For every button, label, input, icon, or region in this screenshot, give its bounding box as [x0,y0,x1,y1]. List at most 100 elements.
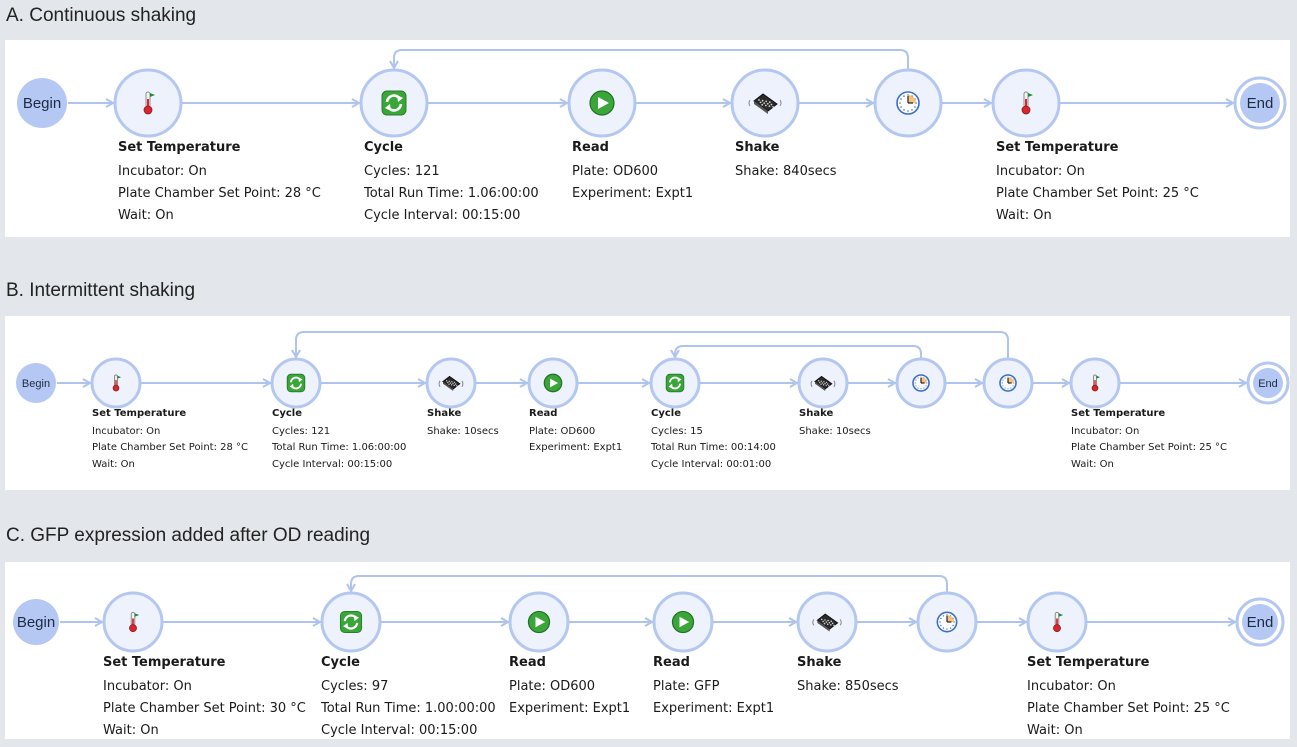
cycle-icon [339,610,363,634]
step-title: Set Temperature [996,140,1119,155]
cycle-icon [665,373,685,393]
step-node-shake[interactable] [797,357,849,409]
end-node[interactable]: End [1233,76,1287,130]
step-detail: Cycles: 97 [321,679,389,694]
loop-back-connector [350,575,948,593]
step-node-clock[interactable] [895,357,947,409]
step-node-cycle[interactable] [320,591,382,653]
step-detail: Incubator: On [1027,679,1116,694]
end-node[interactable]: End [1235,597,1285,647]
loop-back-arrow [389,60,399,71]
step-title: Read [572,140,609,155]
step-node-clock[interactable] [982,357,1034,409]
step-node-thermometer[interactable] [90,357,142,409]
thermometer-icon [1053,611,1064,633]
connector-arrow [722,98,733,108]
step-detail: Incubator: On [1071,425,1140,437]
loop-back-arrow [346,583,356,594]
step-detail: Plate: OD600 [509,679,596,694]
step-node-shake[interactable] [796,591,858,653]
begin-node[interactable]: Begin [17,78,67,128]
step-title: Set Temperature [1027,655,1150,670]
begin-node[interactable]: Begin [16,363,56,403]
end-node[interactable]: End [1246,361,1290,405]
shake-icon [810,375,836,391]
step-node-play[interactable] [567,68,637,138]
step-node-thermometer[interactable] [113,68,183,138]
cycle-icon [286,373,306,393]
step-title: Set Temperature [118,140,241,155]
step-detail: Plate Chamber Set Point: 25 °C [996,186,1199,201]
step-detail: Wait: On [1071,458,1114,470]
step-node-thermometer[interactable] [1069,357,1121,409]
step-node-cycle[interactable] [649,357,701,409]
step-detail: Experiment: Expt1 [529,442,623,453]
step-title: Cycle [651,408,681,419]
end-label: End [1258,378,1278,390]
step-node-thermometer[interactable] [1026,591,1088,653]
shake-icon [748,93,782,114]
clock-icon [896,91,920,115]
step-title: Set Temperature [92,408,187,419]
step-title: Set Temperature [1071,408,1166,419]
step-node-thermometer[interactable] [991,68,1061,138]
step-title: Read [529,408,558,419]
section-b-title: B. Intermittent shaking [6,280,196,301]
step-node-thermometer[interactable] [102,591,164,653]
connector-arrow [559,98,570,108]
play-icon [527,610,551,634]
step-title: Read [509,655,546,670]
step-detail: Total Run Time: 1.00:00:00 [321,701,496,716]
step-detail: Total Run Time: 1.06:00:00 [364,186,539,201]
step-detail: Wait: On [92,458,135,470]
begin-node[interactable]: Begin [13,599,59,645]
connector-arrow [417,378,428,388]
connector-arrow [519,378,530,388]
step-node-cycle[interactable] [359,68,429,138]
step-title: Cycle [321,655,360,670]
step-detail: Cycle Interval: 00:15:00 [321,723,478,738]
connector-arrow [94,617,105,627]
step-node-clock[interactable] [916,591,978,653]
connector-arrow [1227,617,1238,627]
step-node-clock[interactable] [873,68,943,138]
loop-back-arrow [291,349,301,360]
loop-back-connector [295,331,1009,359]
step-detail: Plate Chamber Set Point: 28 °C [118,186,321,201]
connector-arrow [312,617,323,627]
connector-arrow [865,98,876,108]
step-detail: Wait: On [118,208,174,223]
step-detail: Wait: On [103,723,159,738]
workflow-diagram: Begin End [16,331,1290,409]
step-node-cycle[interactable] [270,357,322,409]
connector-arrow [983,98,994,108]
step-node-play[interactable] [527,357,579,409]
shake-icon [812,613,842,632]
step-detail: Incubator: On [996,164,1085,179]
section-a-title: A. Continuous shaking [6,5,197,26]
connector-arrow [351,98,362,108]
step-node-play[interactable] [652,591,714,653]
step-title: Shake [427,408,462,419]
step-node-play[interactable] [508,591,570,653]
step-detail: Shake: 10secs [799,425,871,437]
connector-arrow [641,378,652,388]
step-detail: Cycle Interval: 00:01:00 [651,458,772,470]
connector-arrow [1225,98,1236,108]
workflow-diagram: Begin End [17,49,1287,138]
step-node-shake[interactable] [730,68,800,138]
connector-arrow [789,378,800,388]
step-detail: Shake: 840secs [735,164,837,179]
step-node-shake[interactable] [425,357,477,409]
